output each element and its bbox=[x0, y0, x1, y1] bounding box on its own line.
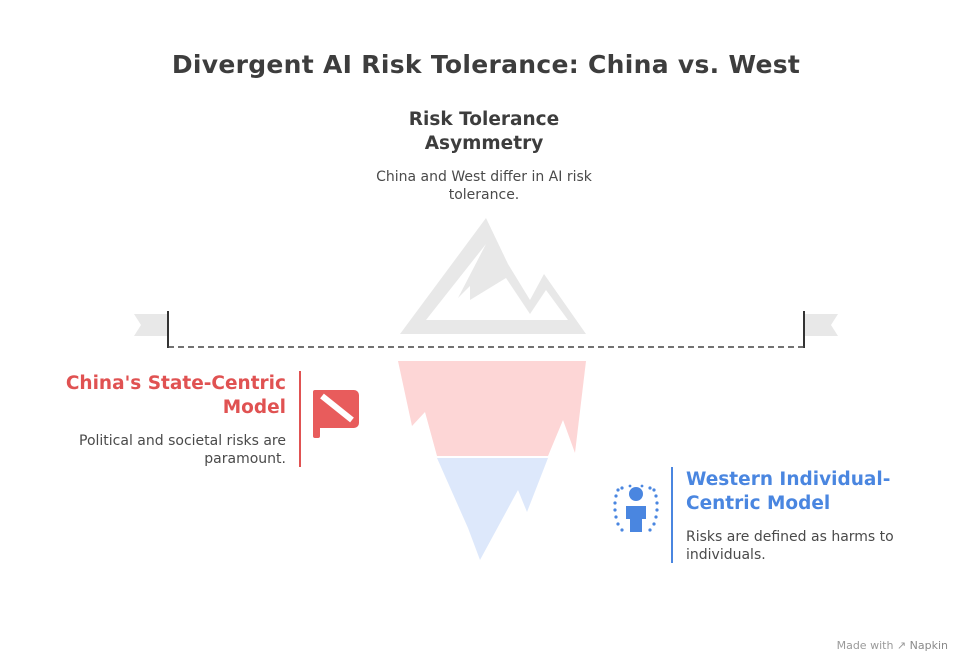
left-banner-icon bbox=[134, 311, 169, 348]
top-heading: Risk Tolerance Asymmetry bbox=[408, 109, 560, 154]
top-description: China and West differ in AI risk toleran… bbox=[376, 169, 592, 203]
china-model-heading: China's State-Centric Model bbox=[65, 373, 286, 418]
person-icon bbox=[613, 484, 659, 532]
right-banner-icon bbox=[803, 311, 838, 348]
footer-attribution[interactable]: Made with ↗ Napkin bbox=[837, 639, 948, 652]
iceberg-red-section bbox=[398, 361, 586, 456]
footer-brand: Napkin bbox=[909, 639, 948, 652]
western-model-description: Risks are defined as harms to individual… bbox=[686, 529, 894, 563]
diagram-title: Divergent AI Risk Tolerance: China vs. W… bbox=[171, 50, 801, 79]
china-model-description: Political and societal risks are paramou… bbox=[79, 433, 286, 467]
napkin-logo-icon: ↗ bbox=[896, 639, 907, 652]
iceberg-blue-section bbox=[437, 458, 548, 560]
iceberg-tip-icon bbox=[400, 218, 586, 334]
flag-icon bbox=[313, 390, 359, 438]
western-model-heading: Western Individual-Centric Model bbox=[686, 469, 891, 514]
footer-made-with: Made with bbox=[836, 639, 894, 652]
